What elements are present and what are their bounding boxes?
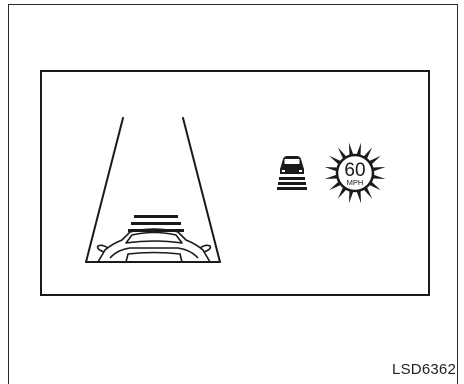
sign-ray [325, 175, 337, 179]
sign-ray [357, 191, 361, 203]
sign-ray [373, 175, 385, 179]
sign-ray [357, 143, 361, 155]
sign-ray [349, 143, 353, 155]
own-vehicle-icon [98, 229, 211, 262]
meter-display-panel: 60 MPH [40, 70, 430, 296]
lead-vehicle-icon [277, 156, 307, 190]
figure-code-label: LSD6362 [392, 361, 456, 378]
speed-unit: MPH [347, 178, 364, 187]
sign-ray [373, 167, 385, 171]
sign-ray [325, 167, 337, 171]
sign-ray [349, 191, 353, 203]
flashing-speed-sign-icon: 60 MPH [325, 143, 386, 204]
